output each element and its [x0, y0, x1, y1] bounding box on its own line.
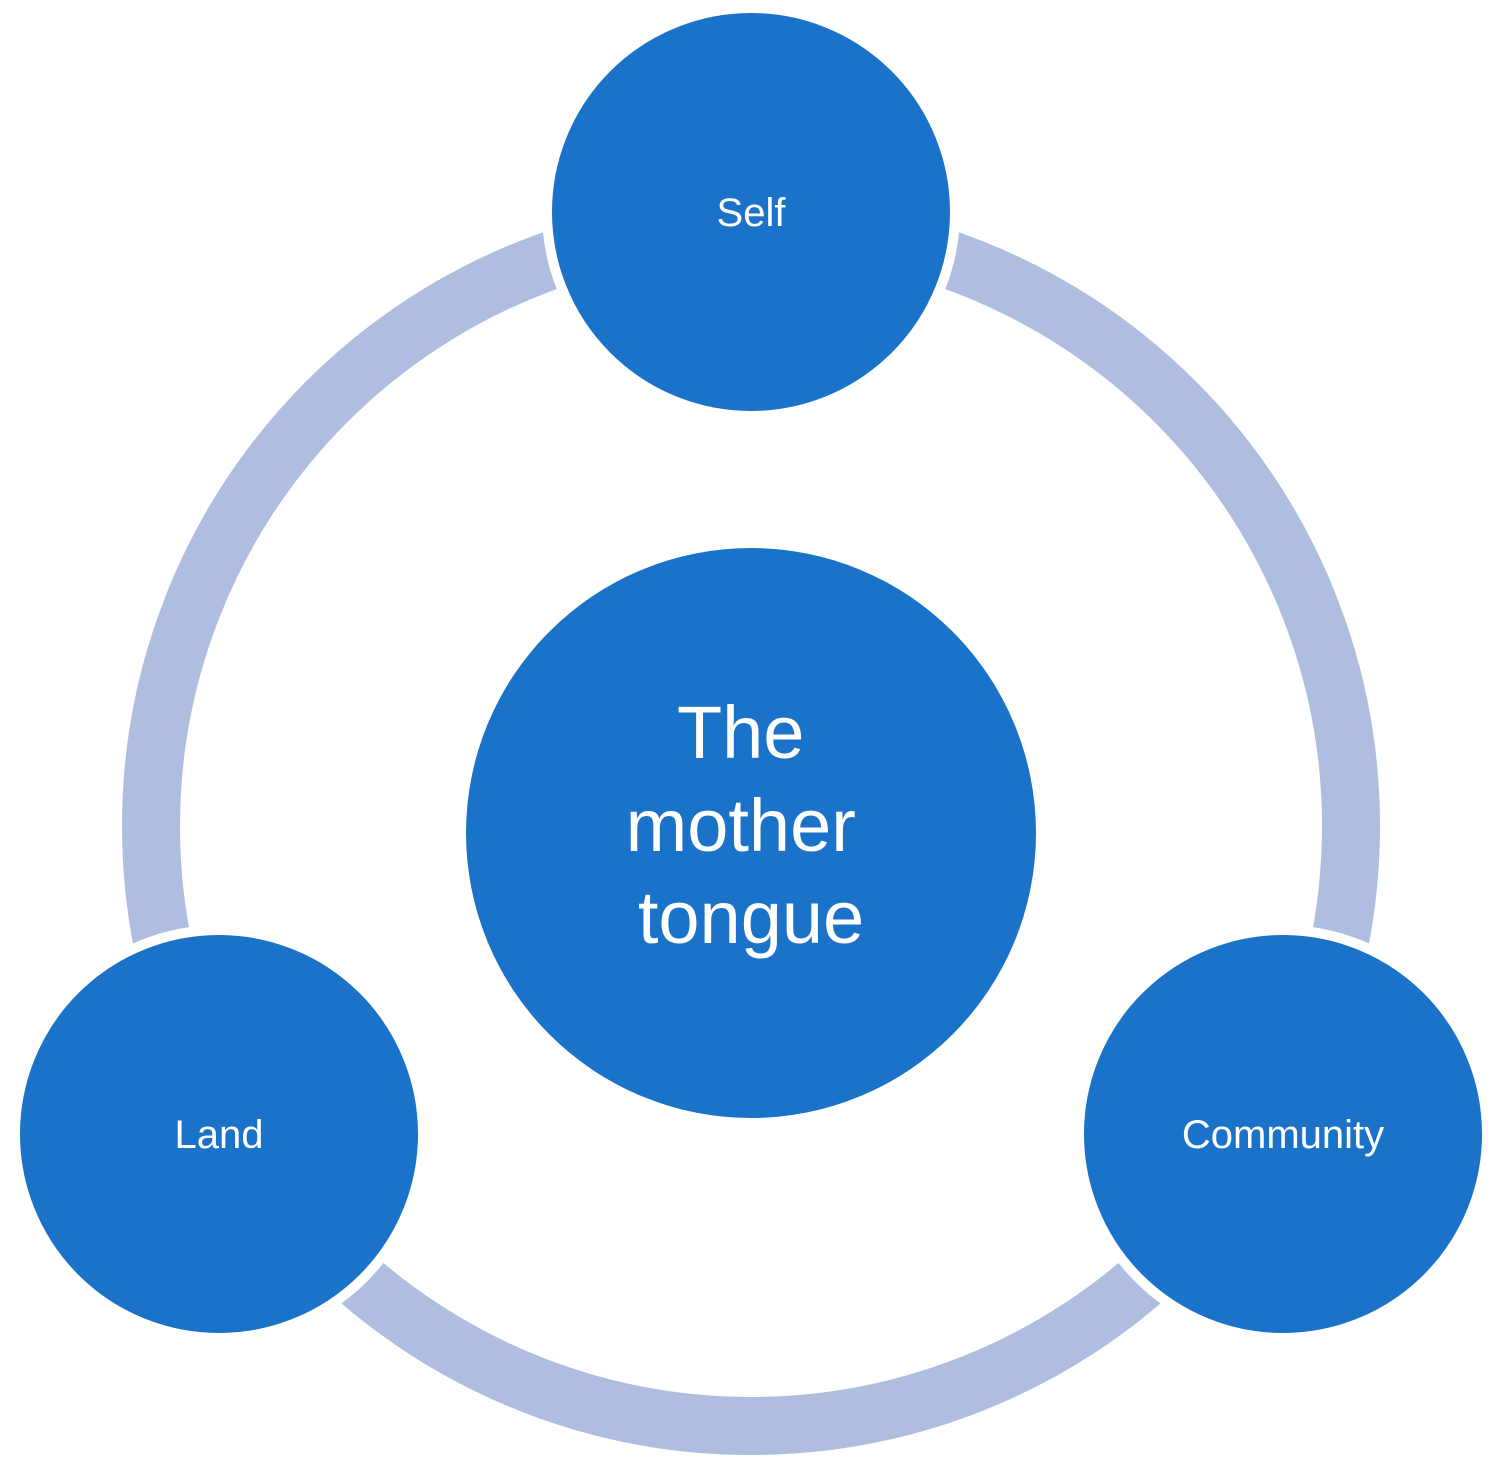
center-label-line-1: The [677, 691, 805, 774]
center-label-line-2: mother [626, 784, 856, 867]
node-community-circle [1074, 925, 1492, 1343]
center-node: The mother tongue [466, 548, 1036, 1118]
node-community: Community [1074, 925, 1492, 1343]
node-self-circle [542, 3, 960, 421]
center-label: The mother tongue [626, 691, 877, 959]
node-land: Land [10, 925, 428, 1343]
node-land-circle [10, 925, 428, 1343]
node-land-label: Land [175, 1113, 264, 1157]
node-community-label: Community [1182, 1113, 1384, 1157]
center-label-line-3: tongue [638, 876, 864, 959]
node-self-label: Self [717, 191, 787, 235]
node-self: Self [542, 3, 960, 421]
center-node-circle [466, 548, 1036, 1118]
